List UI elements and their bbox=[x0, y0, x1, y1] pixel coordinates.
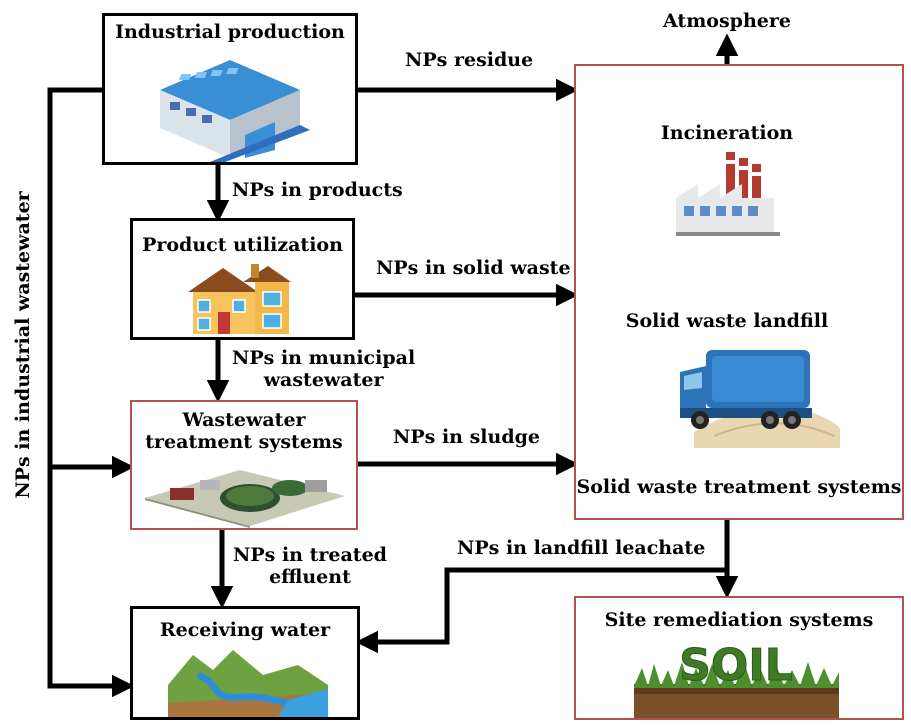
factory-building-icon bbox=[160, 60, 310, 162]
industrial-wastewater-line bbox=[47, 87, 135, 698]
edge-label-nps-in-landfill-leachate: NPs in landfill leachate bbox=[457, 537, 706, 559]
edge-label-nps-in-solid-waste: NPs in solid waste bbox=[376, 257, 571, 279]
edge-label-nps-in-municipal-wastewater: NPs in municipal wastewater bbox=[232, 347, 416, 391]
edge-label-nps-in-treated-effluent: NPs in treated effluent bbox=[233, 544, 387, 588]
solid-waste-treatment-label: Solid waste treatment systems bbox=[576, 476, 902, 498]
industrial-production-label: Industrial production bbox=[115, 21, 345, 43]
soil-icon: SOIL bbox=[634, 640, 839, 718]
edge-label-nps-in-products: NPs in products bbox=[232, 179, 403, 201]
receiving-water-label: Receiving water bbox=[159, 619, 331, 641]
garbage-truck-icon bbox=[680, 350, 840, 448]
soil-word: SOIL bbox=[679, 640, 793, 691]
wastewater-treatment-label: Wastewater treatment systems bbox=[145, 409, 343, 453]
edge-label-nps-in-sludge: NPs in sludge bbox=[393, 426, 540, 448]
edge-label-nps-in-industrial-wastewater: NPs in industrial wastewater bbox=[12, 191, 35, 499]
river-landscape-icon bbox=[168, 650, 328, 717]
treatment-plant-icon bbox=[145, 470, 345, 528]
product-utilization-label: Product utilization bbox=[142, 234, 343, 256]
edge-label-nps-residue: NPs residue bbox=[405, 49, 534, 71]
landfill-label: Solid waste landfill bbox=[625, 310, 829, 332]
atmosphere-label: Atmosphere bbox=[663, 10, 791, 32]
site-remediation-label: Site remediation systems bbox=[604, 609, 874, 631]
incinerator-factory-icon bbox=[676, 152, 780, 236]
incineration-label: Incineration bbox=[660, 122, 794, 144]
house-icon bbox=[188, 264, 291, 334]
